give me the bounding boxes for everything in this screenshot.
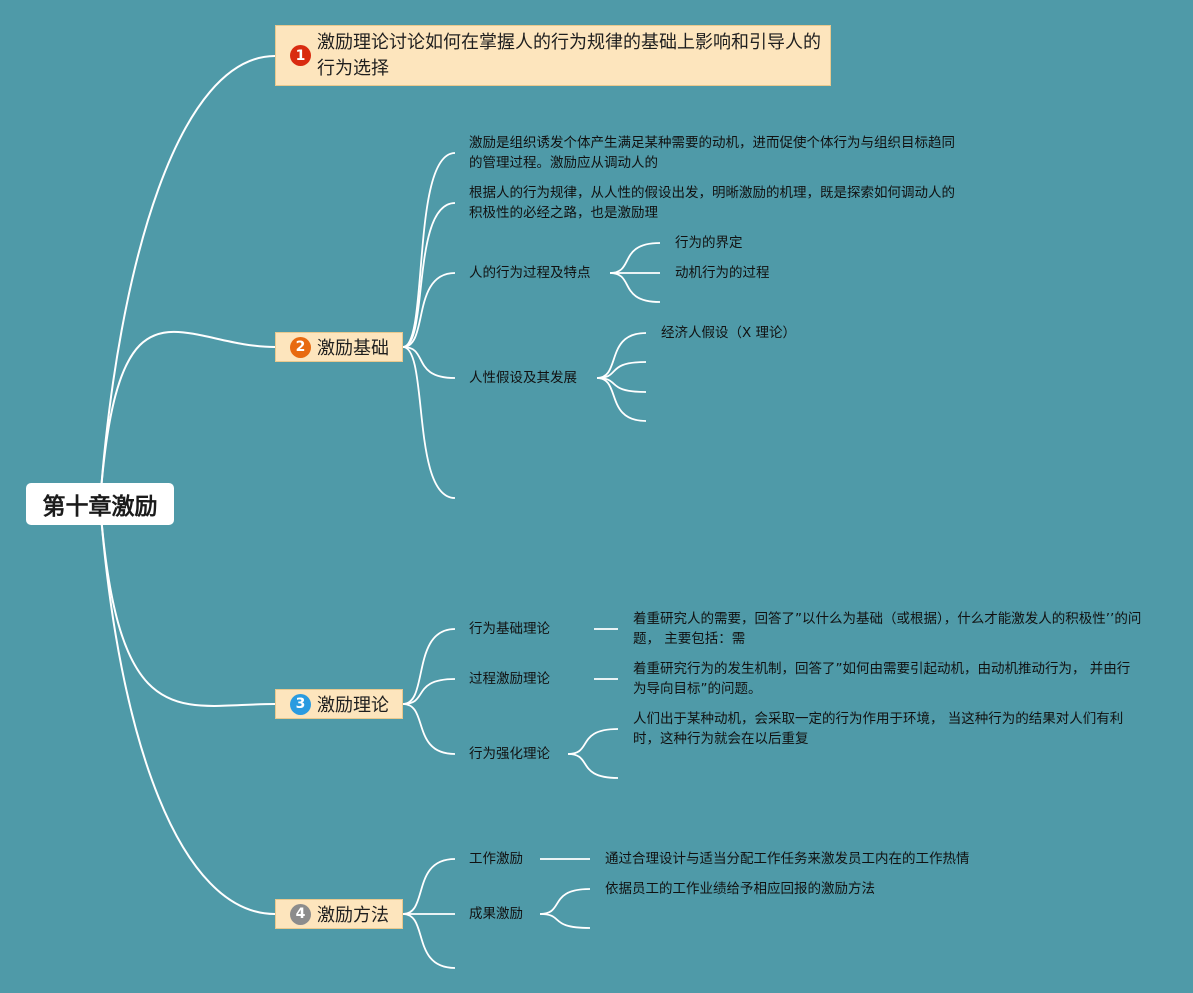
connector-3-2 — [402, 678, 456, 705]
topic-4-node[interactable]: 4 激励方法 — [275, 899, 403, 929]
connector-2-4-1 — [596, 332, 647, 379]
topic-4-label: 激励方法 — [317, 905, 389, 926]
root-node[interactable]: 第十章激励 — [26, 483, 174, 525]
subtopic-4-1-text[interactable]: 工作激励 — [469, 851, 523, 867]
connector-2-2 — [402, 202, 456, 348]
connector-4-1 — [402, 858, 456, 915]
subtopic-2-4-text[interactable]: 人性假设及其发展 — [469, 370, 577, 386]
root-connector-3 — [99, 502, 276, 707]
topic-2-node[interactable]: 2 激励基础 — [275, 332, 403, 362]
connector-2-4-4 — [596, 377, 647, 422]
topic-2-label: 激励基础 — [317, 338, 389, 359]
leaf-4-2-1-text[interactable]: 依据员工的工作业绩给予相应回报的激励方法 — [605, 881, 875, 897]
leaf-3-3-1-text[interactable]: 人们出于某种动机，会采取一定的行为作用于环境， 当这种行为的结果对人们有利时，这… — [633, 711, 1124, 747]
connector-3-3-1 — [567, 728, 619, 755]
subtopic-3-2-text[interactable]: 过程激励理论 — [469, 671, 550, 687]
connector-3-1 — [402, 628, 456, 705]
topic-3-node[interactable]: 3 激励理论 — [275, 689, 403, 719]
connector-4-2-1 — [539, 888, 591, 915]
leaf-2-4-1-text[interactable]: 经济人假设（X 理论） — [661, 325, 797, 341]
subtopic-2-3-text[interactable]: 人的行为过程及特点 — [469, 265, 591, 281]
leaf-3-1-1-text[interactable]: 着重研究人的需要，回答了”以什么为基础（或根据），什么才能激发人的积极性’’的问… — [633, 611, 1142, 647]
connector-2-3-1 — [609, 242, 661, 274]
topic-3-label: 激励理论 — [317, 695, 389, 716]
connector-2-5 — [402, 346, 456, 499]
subtopic-4-2-text[interactable]: 成果激励 — [469, 906, 523, 922]
leaf-3-2-1-text[interactable]: 着重研究行为的发生机制，回答了”如何由需要引起动机，由动机推动行为， 并由行为导… — [633, 661, 1131, 697]
leaf-4-1-1-text[interactable]: 通过合理设计与适当分配工作任务来激发员工内在的工作热情 — [605, 851, 970, 867]
subtopic-3-1-text[interactable]: 行为基础理论 — [469, 621, 550, 637]
topic-1-node[interactable]: 1 激励理论讨论如何在掌握人的行为规律的基础上影响和引导人的行为选择 — [275, 25, 831, 86]
connector-4-2-2 — [539, 913, 591, 929]
number-badge: 3 — [290, 693, 311, 715]
connector-2-1 — [402, 152, 456, 348]
number-badge: 2 — [290, 336, 311, 358]
connector-3-3 — [402, 703, 456, 755]
connector-3-3-2 — [567, 753, 619, 779]
root-label: 第十章激励 — [42, 494, 158, 520]
connector-2-4 — [402, 346, 456, 379]
connector-2-3 — [402, 272, 456, 348]
root-connector-4 — [99, 502, 276, 915]
subtopic-2-2-text[interactable]: 根据人的行为规律，从人性的假设出发，明晰激励的机理，既是探索如何调动人的积极性的… — [469, 185, 955, 221]
connector-2-3-3 — [609, 272, 661, 303]
root-connector-2 — [99, 330, 276, 504]
root-connector-1 — [99, 55, 276, 504]
leaf-2-3-2-text[interactable]: 动机行为的过程 — [675, 265, 770, 281]
subtopic-3-3-text[interactable]: 行为强化理论 — [469, 746, 550, 762]
connector-4-3 — [402, 913, 456, 969]
number-badge: 1 — [290, 45, 311, 66]
leaf-2-3-1-text[interactable]: 行为的界定 — [675, 235, 743, 251]
topic-1-label: 激励理论讨论如何在掌握人的行为规律的基础上影响和引导人的行为选择 — [317, 31, 821, 79]
number-badge: 4 — [290, 903, 311, 925]
subtopic-2-1-text[interactable]: 激励是组织诱发个体产生满足某种需要的动机，进而促使个体行为与组织目标趋同的管理过… — [469, 135, 955, 171]
